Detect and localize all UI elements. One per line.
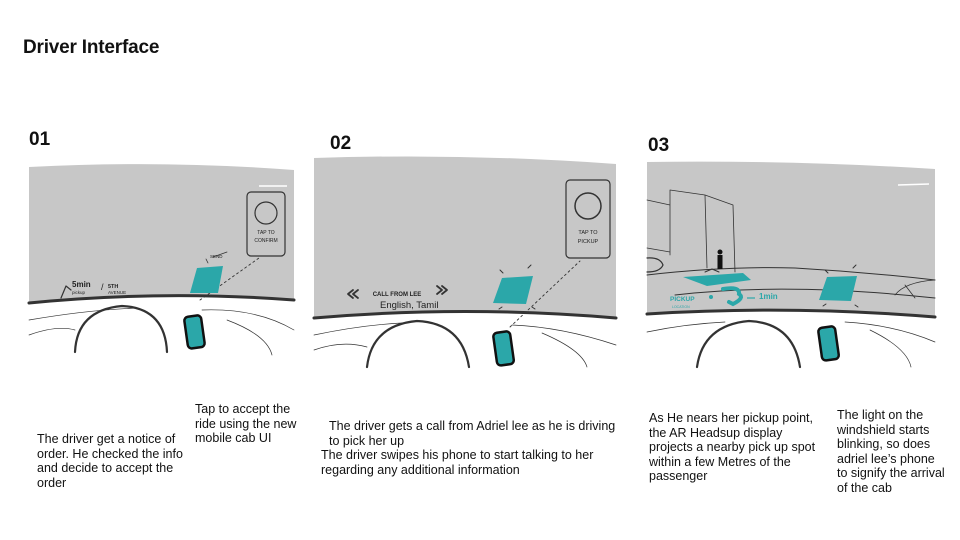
- windshield: [29, 164, 294, 303]
- svg-text:1min: 1min: [759, 292, 778, 301]
- svg-text:SEND: SEND: [210, 254, 223, 259]
- dashboard-sketch: [29, 306, 294, 355]
- svg-text:PICKUP: PICKUP: [670, 296, 695, 303]
- svg-text:TAP TO: TAP TO: [578, 230, 598, 236]
- storyboard-panel-02: TAP TO PICKUP CALL FROM LEE English, Tam…: [312, 155, 618, 370]
- svg-text:5min: 5min: [72, 280, 91, 289]
- phone-mount-icon: [493, 331, 514, 366]
- windshield: [314, 156, 616, 318]
- caption-01-left: The driver get a notice of order. He che…: [37, 432, 197, 490]
- dashboard-sketch: [314, 321, 616, 367]
- phone-mount-icon: [184, 315, 205, 349]
- svg-text:CALL FROM LEE: CALL FROM LEE: [373, 292, 422, 298]
- phone-mount-icon: [818, 326, 839, 361]
- storyboard-panel-01: TAP TO CONFIRM SEND 5min pickup / 5TH AV…: [27, 160, 297, 360]
- caption-02-bottom: The driver swipes his phone to start tal…: [321, 448, 611, 477]
- svg-text:AVENUE: AVENUE: [108, 290, 126, 295]
- dashboard-sketch: [647, 321, 935, 367]
- svg-text:LOCATION: LOCATION: [672, 305, 690, 309]
- caption-03-right: The light on the windshield starts blink…: [837, 408, 947, 496]
- svg-text:CONFIRM: CONFIRM: [254, 238, 277, 244]
- panel-number-03: 03: [648, 135, 669, 157]
- svg-text:TAP TO: TAP TO: [257, 230, 275, 236]
- svg-text:PICKUP: PICKUP: [578, 239, 599, 245]
- caption-03-left: As He nears her pickup point, the AR Hea…: [649, 411, 829, 484]
- svg-text:English, Tamil: English, Tamil: [380, 300, 438, 311]
- caption-02-top: The driver gets a call from Adriel lee a…: [329, 419, 619, 448]
- svg-text:pickup: pickup: [72, 290, 86, 295]
- passenger-icon: [718, 250, 723, 270]
- page-title: Driver Interface: [23, 37, 159, 59]
- storyboard-panel-03: PICKUP LOCATION 1min: [645, 160, 940, 370]
- panel-number-01: 01: [29, 129, 50, 151]
- caption-01-right: Tap to accept the ride using the new mob…: [195, 402, 310, 446]
- panel-number-02: 02: [330, 133, 351, 155]
